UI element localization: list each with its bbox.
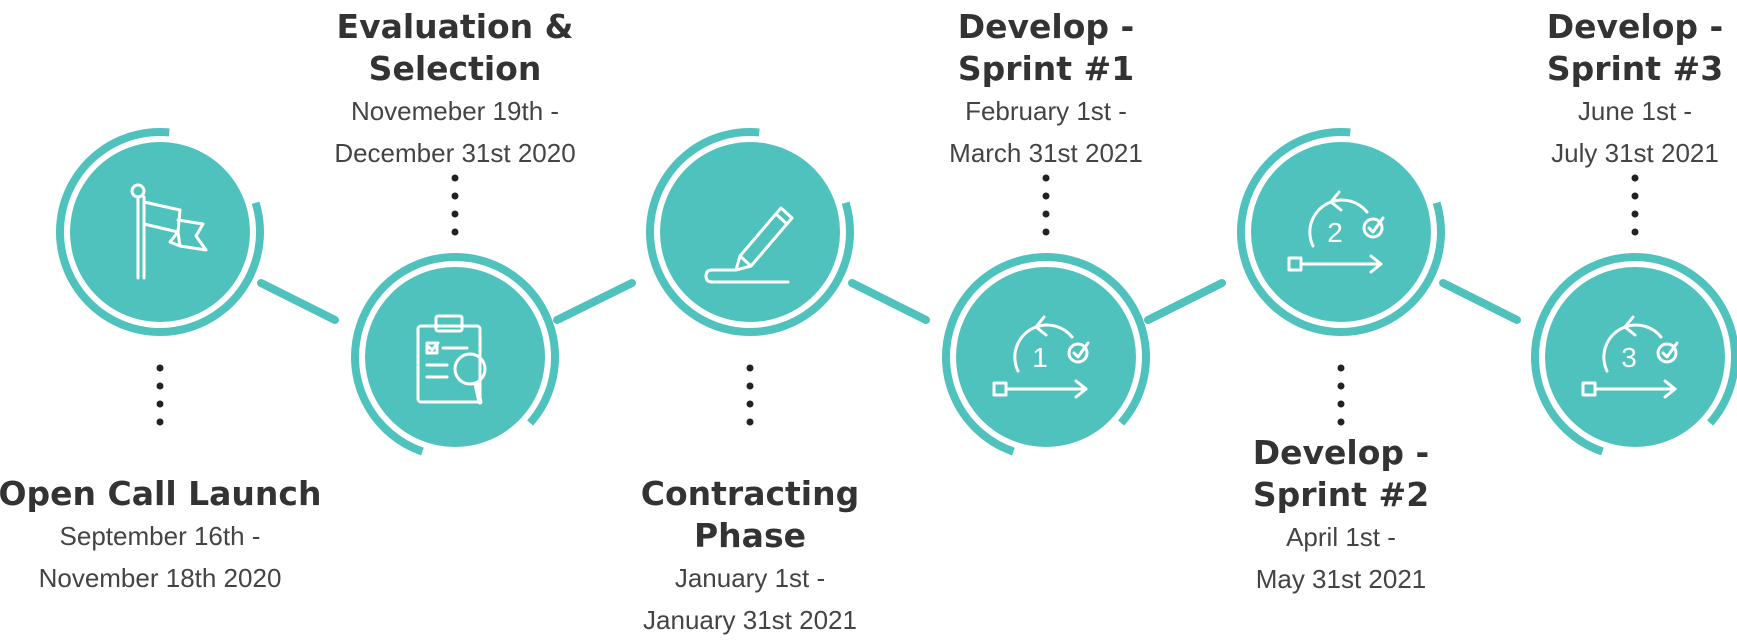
connectors xyxy=(257,279,1521,324)
node-disc xyxy=(956,267,1136,447)
title-line: Develop - xyxy=(957,7,1135,46)
node-sprint-3: 3 xyxy=(1531,253,1737,461)
title-line: Sprint #1 xyxy=(957,49,1135,88)
node-ring xyxy=(351,253,559,461)
phase-title: Open Call Launch xyxy=(0,473,330,515)
title-line: Sprint #2 xyxy=(1252,475,1430,514)
phase-dates: Novemeber 19th - December 31st 2020 xyxy=(285,90,625,174)
node-disc xyxy=(1545,267,1725,447)
node-ring xyxy=(942,253,1150,461)
node-disc xyxy=(365,267,545,447)
phase-open-call: Open Call Launch September 16th - Novembe… xyxy=(0,473,330,599)
title-line: Contracting Phase xyxy=(640,474,860,555)
phase-title: Develop -Sprint #1 xyxy=(876,6,1216,90)
node-sprint-1: 1 xyxy=(942,253,1150,461)
node-ring xyxy=(1237,128,1445,336)
title-line: Sprint #3 xyxy=(1546,49,1724,88)
sprint-number: 3 xyxy=(1621,342,1637,373)
node-disc xyxy=(660,142,840,322)
node-sprint-2: 2 xyxy=(1237,128,1445,336)
sprint-number: 2 xyxy=(1327,217,1343,248)
connector-3-4 xyxy=(848,279,930,324)
node-disc xyxy=(1251,142,1431,322)
node-open-call xyxy=(56,128,264,336)
phase-dates: January 1st - January 31st 2021 xyxy=(580,557,920,641)
title-line: Selection xyxy=(368,49,542,88)
date-line: Novemeber 19th - xyxy=(350,96,560,126)
dots-contracting xyxy=(746,364,754,426)
date-line: May 31st 2021 xyxy=(1255,564,1427,594)
connector-1-2 xyxy=(257,279,339,324)
phase-dates: February 1st - March 31st 2021 xyxy=(876,90,1216,174)
connector-4-5 xyxy=(1144,279,1226,324)
phase-title: Develop -Sprint #2 xyxy=(1171,432,1511,516)
phase-title: Develop -Sprint #3 xyxy=(1535,6,1735,90)
date-line: November 18th 2020 xyxy=(38,563,282,593)
title-line: Develop - xyxy=(1546,7,1724,46)
connector-5-6 xyxy=(1439,279,1521,324)
node-ring xyxy=(646,128,854,336)
signature-pen-icon xyxy=(704,206,794,284)
clipboard-search-icon xyxy=(416,314,487,405)
dots-open-call xyxy=(156,364,164,426)
date-line: September 16th - xyxy=(59,521,261,551)
sprint-number: 1 xyxy=(1032,342,1048,373)
phase-title: Evaluation &Selection xyxy=(285,6,625,90)
phase-contracting: Contracting Phase January 1st - January 3… xyxy=(580,473,920,641)
phase-dates: April 1st - May 31st 2021 xyxy=(1171,516,1511,600)
sprint-cycle-icon xyxy=(1287,190,1385,274)
phase-dates: September 16th - November 18th 2020 xyxy=(0,515,330,599)
date-line: February 1st - xyxy=(965,96,1127,126)
node-evaluation xyxy=(351,253,559,461)
node-ring xyxy=(56,128,264,336)
dots-sprint-3 xyxy=(1631,174,1639,236)
phase-sprint-3: Develop -Sprint #3 June 1st - July 31st 2… xyxy=(1535,6,1735,174)
node-contracting xyxy=(646,128,854,336)
phase-evaluation: Evaluation &Selection Novemeber 19th - De… xyxy=(285,6,625,174)
date-line: June 1st - xyxy=(1577,96,1693,126)
phase-sprint-2: Develop -Sprint #2 April 1st - May 31st 2… xyxy=(1171,432,1511,600)
date-line: March 31st 2021 xyxy=(949,138,1143,168)
date-line: January 1st - xyxy=(674,563,826,593)
title-line: Develop - xyxy=(1252,433,1430,472)
sprint-cycle-icon xyxy=(1581,315,1679,399)
dots-sprint-1 xyxy=(1042,174,1050,236)
sprint-cycle-icon xyxy=(992,315,1090,399)
connector-2-3 xyxy=(553,279,636,324)
date-line: January 31st 2021 xyxy=(643,605,857,635)
dots-evaluation xyxy=(451,174,459,236)
title-line: Open Call Launch xyxy=(0,474,322,513)
date-line: July 31st 2021 xyxy=(1551,138,1719,168)
phase-dates: June 1st - July 31st 2021 xyxy=(1535,90,1735,174)
flag-icon xyxy=(130,183,208,280)
date-line: December 31st 2020 xyxy=(334,138,576,168)
title-line: Evaluation & xyxy=(336,7,574,46)
date-line: April 1st - xyxy=(1286,522,1396,552)
phase-title: Contracting Phase xyxy=(580,473,920,557)
dotted-leaders xyxy=(156,174,1639,426)
dots-sprint-2 xyxy=(1337,364,1345,426)
node-disc xyxy=(70,142,250,322)
timeline-diagram: 1 2 3 xyxy=(56,128,1737,461)
phase-sprint-1: Develop -Sprint #1 February 1st - March 3… xyxy=(876,6,1216,174)
